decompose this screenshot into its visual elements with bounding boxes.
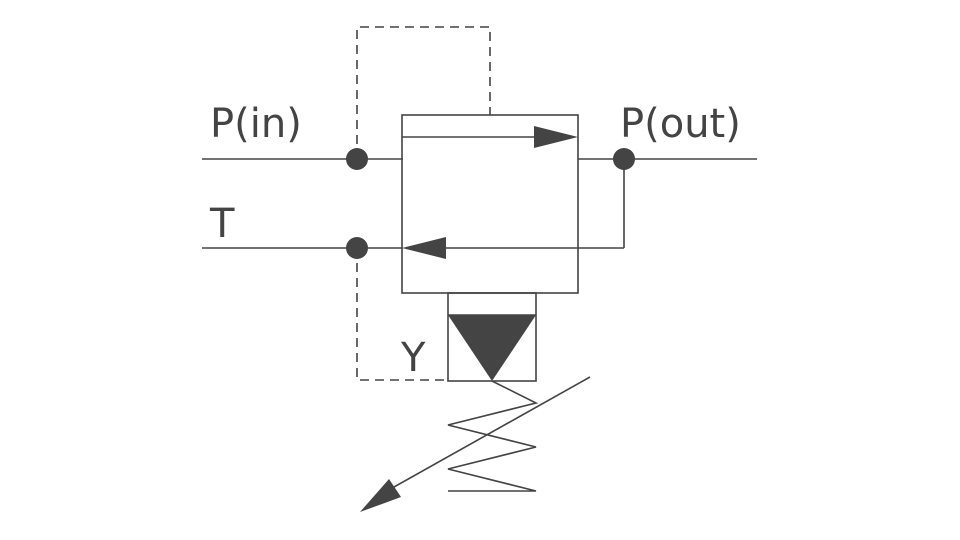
spring xyxy=(447,380,539,492)
p-out-junction-dot xyxy=(613,148,635,170)
pilot-line-top xyxy=(356,26,491,159)
actuator-triangle-icon xyxy=(448,315,536,381)
adjustment-arrow-line xyxy=(377,376,591,497)
adjustment-arrow-head-icon xyxy=(360,479,401,512)
tank-label: T xyxy=(209,201,235,247)
p-out-label: P(out) xyxy=(620,101,741,147)
p-in-label: P(in) xyxy=(210,101,302,147)
flow-arrow-left-icon xyxy=(402,237,446,259)
drain-label: Y xyxy=(400,335,426,381)
flow-arrow-right-icon xyxy=(534,126,578,148)
